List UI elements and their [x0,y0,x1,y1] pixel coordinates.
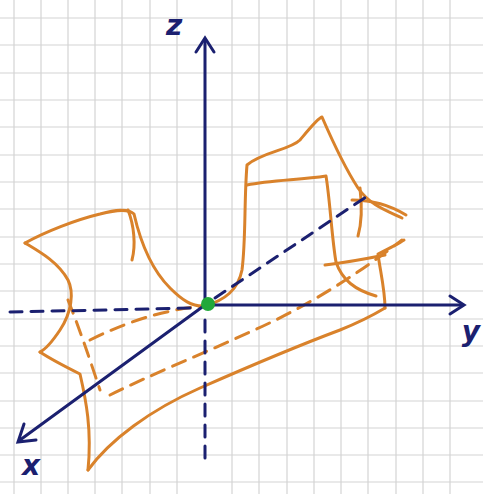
origin-dot [201,297,215,311]
hidden-edges [68,240,402,395]
axis-label: y [462,318,480,346]
axes [10,38,464,465]
surface [25,117,406,470]
axis-label: x [22,452,40,480]
axis-label: z [166,12,182,40]
